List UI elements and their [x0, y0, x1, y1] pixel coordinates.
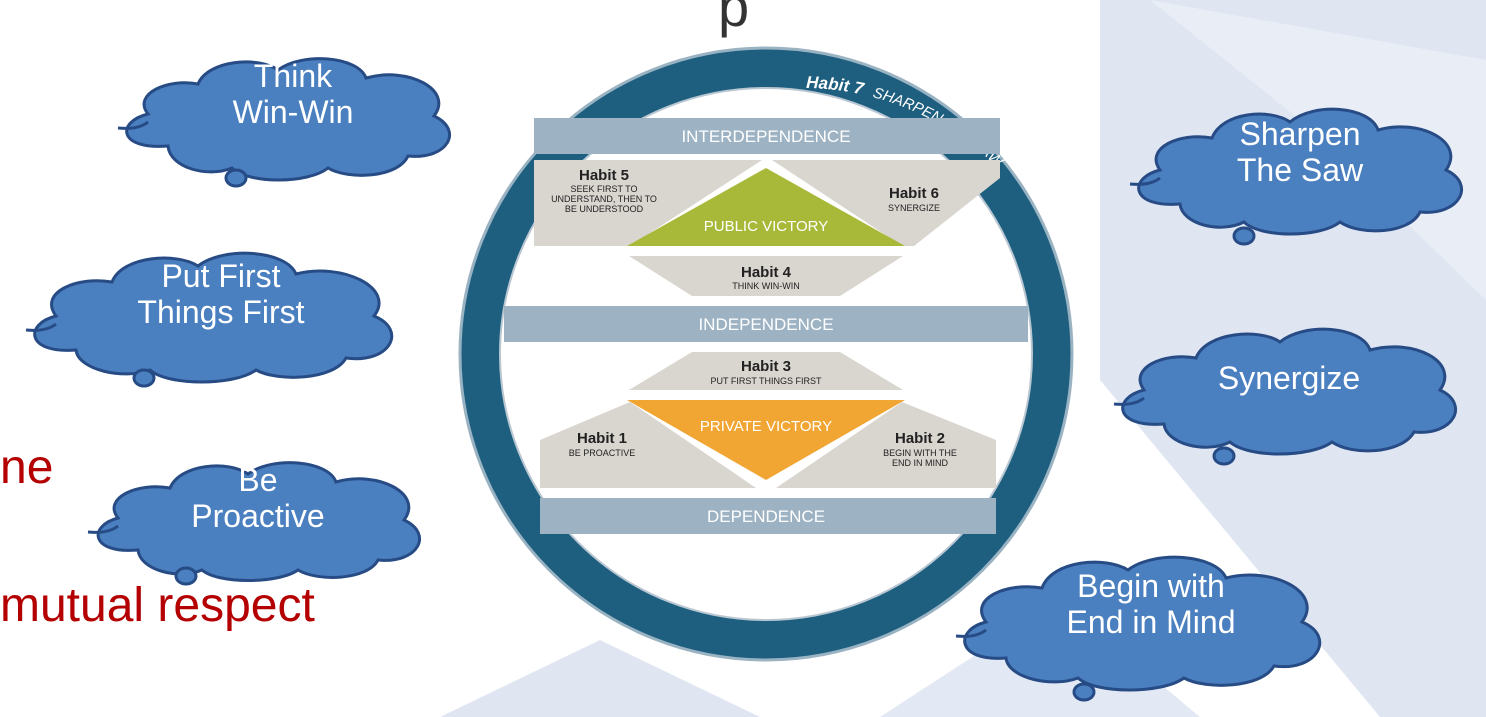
habit5-title: Habit 5 [579, 167, 629, 184]
habit5-shape [534, 160, 762, 246]
cloud-begin-with-end-in-mind-text: Begin with End in Mind [1066, 568, 1236, 640]
slide-text-ne: ne [0, 441, 54, 494]
habit2-line2: END IN MIND [892, 458, 949, 468]
cloud-synergize: Synergize [1104, 310, 1476, 470]
habit5-line1: SEEK FIRST TO [570, 184, 637, 194]
cloud-icon [1129, 107, 1464, 246]
band-interdependence [534, 118, 1000, 154]
habit6-title: Habit 6 [889, 185, 939, 202]
band-dependence [540, 498, 996, 534]
cloud-icon [1113, 327, 1458, 466]
cloud-synergize-text: Synergize [1217, 360, 1361, 396]
band-interdependence-label: INTERDEPENDENCE [681, 127, 850, 146]
habit2-line1: BEGIN WITH THE [883, 448, 957, 458]
cloud-sharpen-the-saw-text: Sharpen The Saw [1236, 116, 1364, 188]
bg-shape-right-2 [1150, 0, 1486, 300]
habit2-shape [776, 402, 996, 488]
habit3-shape [629, 352, 903, 390]
cloud-icon [87, 461, 422, 586]
habit3-title: Habit 3 [741, 358, 791, 375]
habit5-line2: UNDERSTAND, THEN TO [551, 194, 657, 204]
outer-ring-edge [458, 46, 1074, 662]
cloud-put-first-things-first: Put First Things First [16, 232, 426, 392]
cloud-sharpen-the-saw: Sharpen The Saw [1120, 90, 1480, 250]
band-independence-label: INDEPENDENCE [698, 315, 833, 334]
habit6-shape [772, 160, 1000, 246]
cloud-icon [955, 555, 1322, 702]
habit1-line1: BE PROACTIVE [569, 448, 636, 458]
inner-disc-edge [499, 87, 1033, 621]
habit6-line1: SYNERGIZE [888, 203, 940, 213]
band-independence [504, 306, 1028, 342]
habit4-title: Habit 4 [741, 264, 792, 281]
habit1-shape [540, 402, 756, 488]
cloud-icon [117, 57, 452, 188]
habit5-line3: BE UNDERSTOOD [565, 204, 644, 214]
cloud-icon [25, 251, 394, 388]
habit4-line1: THINK WIN-WIN [732, 281, 800, 291]
habit3-line1: PUT FIRST THINGS FIRST [710, 376, 822, 386]
habit2-title: Habit 2 [895, 430, 945, 447]
private-victory-shape [627, 400, 905, 480]
habit4-shape [629, 256, 903, 296]
bg-shape-bottom [440, 640, 760, 717]
cloud-be-proactive: Be Proactive [78, 446, 438, 586]
cloud-put-first-things-first-text: Put First Things First [137, 258, 305, 330]
band-dependence-label: DEPENDENCE [707, 507, 825, 526]
habit1-title: Habit 1 [577, 430, 627, 447]
cloud-be-proactive-text: Be Proactive [191, 462, 325, 534]
public-victory-shape [627, 168, 905, 246]
cloud-think-win-win-text: Think Win-Win [232, 58, 354, 130]
public-victory-label: PUBLIC VICTORY [704, 218, 828, 235]
slide-text-mutual-respect: mutual respect [0, 579, 315, 632]
private-victory-label: PRIVATE VICTORY [700, 418, 832, 435]
slide-title-fragment: p [718, 0, 750, 38]
cloud-begin-with-end-in-mind: Begin with End in Mind [946, 538, 1346, 708]
cloud-think-win-win: Think Win-Win [108, 38, 468, 188]
